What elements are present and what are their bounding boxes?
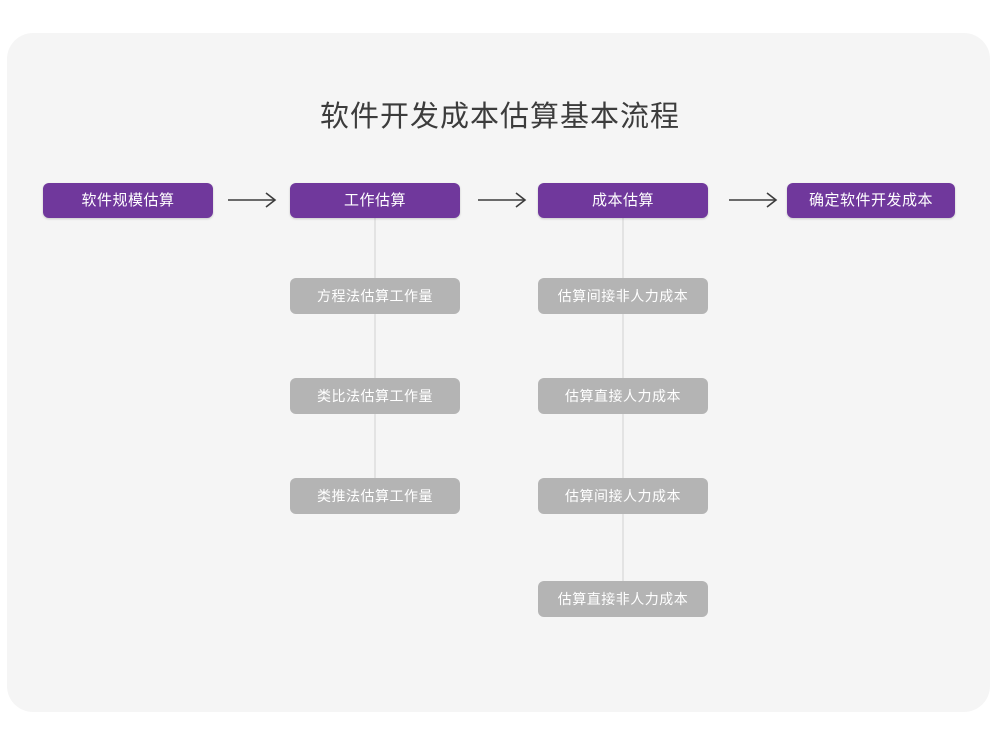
flow-node-step2[interactable]: 工作估算 xyxy=(290,183,460,218)
branch2-item-4[interactable]: 估算直接非人力成本 xyxy=(538,581,708,617)
branch1-item-2[interactable]: 类比法估算工作量 xyxy=(290,378,460,414)
branch1-item-1[interactable]: 方程法估算工作量 xyxy=(290,278,460,314)
arrow-step1-to-step2 xyxy=(228,190,280,210)
branch2-item-3[interactable]: 估算间接人力成本 xyxy=(538,478,708,514)
flow-node-step3[interactable]: 成本估算 xyxy=(538,183,708,218)
branch2-item-1[interactable]: 估算间接非人力成本 xyxy=(538,278,708,314)
flow-node-step1[interactable]: 软件规模估算 xyxy=(43,183,213,218)
branch2-item-2[interactable]: 估算直接人力成本 xyxy=(538,378,708,414)
card-backdrop xyxy=(7,33,990,712)
page-title: 软件开发成本估算基本流程 xyxy=(319,101,680,133)
arrow-step2-to-step3 xyxy=(478,190,530,210)
connector-line-branch-1 xyxy=(374,217,376,497)
branch1-item-3[interactable]: 类推法估算工作量 xyxy=(290,478,460,514)
arrow-step3-to-step4 xyxy=(729,190,781,210)
flow-node-step4[interactable]: 确定软件开发成本 xyxy=(787,183,955,218)
